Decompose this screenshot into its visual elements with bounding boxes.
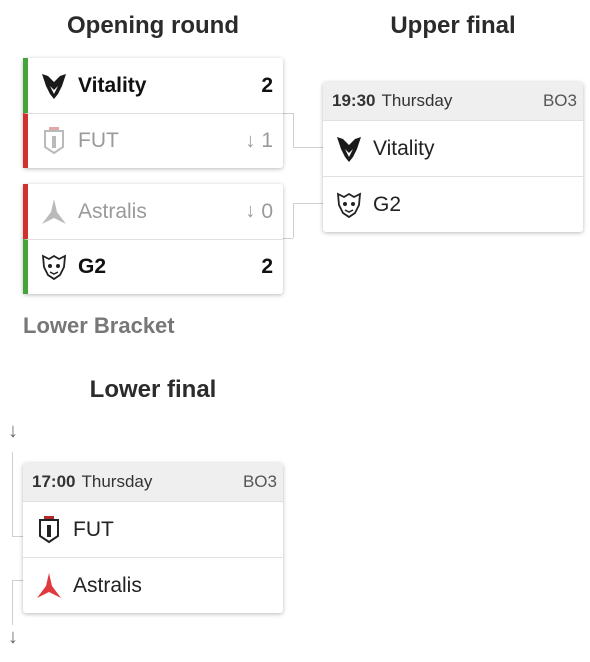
bracket-connector [12, 452, 13, 536]
bracket-connector [293, 147, 323, 148]
team-score: 2 [261, 73, 273, 97]
g2-logo-icon [40, 251, 68, 283]
match-header: 19:30 Thursday BO3 [323, 82, 583, 120]
astralis-logo-icon [40, 196, 68, 228]
bracket-connector [293, 203, 294, 238]
match-format: BO3 [542, 91, 577, 110]
upper-final-match[interactable]: 19:30 Thursday BO3 Vitality G2 [323, 82, 583, 232]
match-format: BO3 [242, 472, 277, 491]
team-name: Vitality [78, 73, 147, 97]
team-row-vitality[interactable]: Vitality [323, 120, 583, 176]
opening-match-2[interactable]: Astralis ↓0 G2 2 [23, 184, 283, 294]
bracket-connector [12, 536, 23, 537]
bracket-connector [12, 580, 13, 625]
team-row-vitality[interactable]: Vitality 2 [23, 58, 283, 113]
lower-final-title: Lower final [89, 376, 217, 403]
bracket-connector [293, 203, 323, 204]
team-row-astralis[interactable]: Astralis [23, 557, 283, 613]
team-score: ↓0 [245, 200, 273, 224]
bracket-connector [12, 580, 23, 581]
vitality-logo-icon [335, 133, 363, 165]
match-day: Thursday [81, 472, 153, 491]
down-arrow-icon: ↓ [8, 626, 18, 648]
team-name: Astralis [78, 199, 147, 223]
score-value: 0 [261, 199, 273, 223]
team-row-g2[interactable]: G2 [323, 176, 583, 232]
team-row-fut[interactable]: FUT [23, 501, 283, 557]
lower-bracket-heading: Lower Bracket [23, 313, 175, 338]
down-arrow-icon: ↓ [245, 200, 256, 222]
down-arrow-icon: ↓ [245, 129, 256, 152]
bracket-connector [283, 113, 293, 114]
score-value: 1 [261, 129, 273, 152]
team-name: G2 [373, 192, 402, 216]
team-row-fut[interactable]: FUT ↓1 [23, 113, 283, 168]
match-day: Thursday [381, 91, 453, 110]
opening-round-title: Opening round [67, 12, 239, 39]
vitality-logo-icon [40, 70, 68, 102]
team-row-astralis[interactable]: Astralis ↓0 [23, 184, 283, 239]
match-time: 19:30 [332, 91, 376, 110]
match-time: 17:00 [32, 472, 76, 491]
team-score: ↓1 [245, 129, 273, 153]
team-score: 2 [261, 255, 273, 278]
bracket-connector [283, 238, 293, 239]
match-header: 17:00 Thursday BO3 [23, 463, 283, 501]
team-name: FUT [73, 517, 114, 541]
upper-final-title: Upper final [390, 12, 516, 39]
g2-logo-icon [335, 189, 363, 221]
down-arrow-icon: ↓ [8, 420, 18, 442]
opening-match-1[interactable]: Vitality 2 FUT ↓1 [23, 58, 283, 168]
fut-logo-icon [40, 125, 68, 157]
bracket-connector [293, 113, 294, 147]
fut-logo-icon [35, 514, 63, 546]
team-name: Astralis [73, 573, 142, 597]
team-row-g2[interactable]: G2 2 [23, 239, 283, 294]
team-name: FUT [78, 129, 119, 152]
astralis-logo-icon [35, 570, 63, 602]
lower-final-match[interactable]: 17:00 Thursday BO3 FUT Astralis [23, 463, 283, 613]
team-name: G2 [78, 255, 107, 278]
team-name: Vitality [373, 136, 435, 160]
